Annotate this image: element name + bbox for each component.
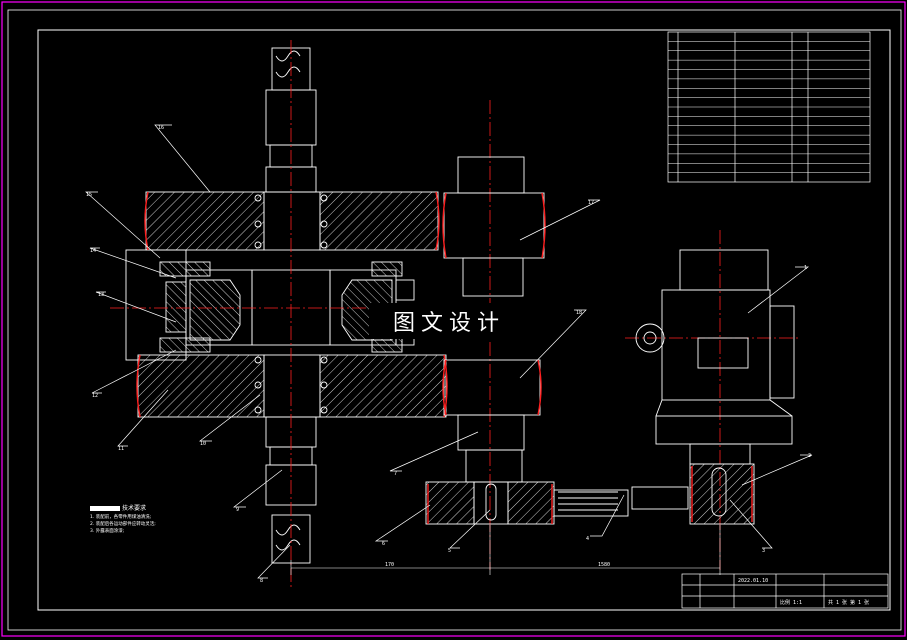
- title-date: 2022.01.10: [738, 578, 768, 584]
- notes-line: 1. 装配前，各零件用煤油清洗;: [90, 515, 152, 520]
- part-label-6: 6: [382, 541, 385, 547]
- title-scale: 比例 1:1: [780, 599, 802, 606]
- drawing-border: [37, 29, 891, 611]
- part-label-18: 18: [576, 310, 582, 316]
- part-label-11: 11: [118, 446, 124, 452]
- title-sheet: 共 1 张 第 1 张: [828, 599, 869, 606]
- dimension-lines: [290, 525, 721, 575]
- part-label-13: 13: [98, 292, 104, 298]
- part-label-9: 9: [236, 507, 239, 513]
- dimension-right: 1580: [598, 562, 610, 568]
- technical-notes: 技术要求 1. 装配前，各零件用煤油清洗; 2. 装配后各运动部件应转动灵活; …: [90, 505, 178, 535]
- notes-title: 技术要求: [122, 505, 147, 512]
- middle-shaft-view: [425, 156, 755, 525]
- notes-line: 3. 外露表面涂漆;: [90, 529, 125, 534]
- part-label-17: 17: [588, 200, 594, 206]
- pulley-red-edges: [427, 192, 753, 524]
- watermark: 图文设计: [369, 303, 529, 339]
- part-label-10: 10: [200, 441, 206, 447]
- main-assembly-view: [125, 47, 447, 564]
- part-label-7: 7: [394, 471, 397, 477]
- notes-title-box: [90, 506, 120, 511]
- part-label-14: 14: [90, 248, 96, 254]
- notes-line: 2. 装配后各运动部件应转动灵活;: [90, 522, 156, 527]
- leader-lines: [85, 124, 813, 579]
- centerlines: [110, 40, 800, 590]
- title-block: [681, 573, 889, 609]
- part-label-8: 8: [260, 578, 263, 584]
- inner-frame: [7, 9, 902, 631]
- part-label-1: 1: [804, 265, 807, 271]
- part-label-16: 16: [158, 125, 164, 131]
- dimension-left: 170: [385, 562, 394, 568]
- motor-view: [635, 249, 795, 465]
- parts-list-rows: [668, 41, 870, 173]
- part-label-5: 5: [448, 548, 451, 554]
- part-label-3: 3: [762, 548, 765, 554]
- part-label-15: 15: [86, 192, 92, 198]
- part-label-12: 12: [92, 393, 98, 399]
- part-label-2: 2: [808, 453, 811, 459]
- part-label-4: 4: [586, 536, 589, 542]
